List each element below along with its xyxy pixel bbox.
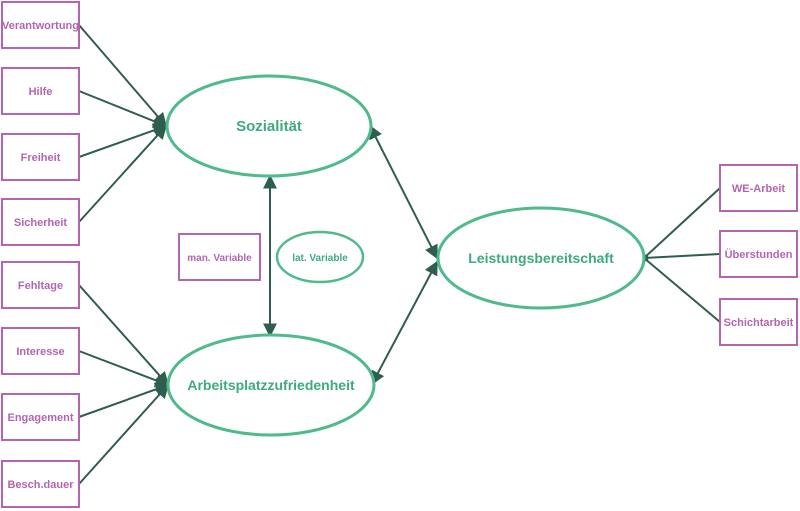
manifest-freiheit: Freiheit (1, 133, 80, 181)
manifest-verantwortung: Verantwortung (1, 1, 80, 49)
manifest-hilfe: Hilfe (1, 67, 80, 115)
edge-verantwortung-sozialitaet (78, 24, 167, 128)
manifest-beschdauer: Besch.dauer (1, 460, 80, 508)
manifest-schichtarbeit: Schichtarbeit (719, 298, 798, 346)
manifest-interesse: Interesse (1, 327, 80, 375)
manifest-fehltage: Fehltage (1, 261, 80, 309)
edge-fehltage-arbeitsplatz (78, 284, 169, 387)
manifest-ueberstunden: Überstunden (719, 230, 798, 278)
edge-leistung-schichtarbeit (643, 257, 721, 323)
legend-manifest: man. Variable (178, 233, 261, 281)
edge-hilfe-sozialitaet (78, 90, 168, 128)
legend-manifest-label: man. Variable (187, 253, 252, 264)
manifest-label: Sicherheit (14, 217, 68, 229)
legend-latent: lat. Variable (275, 230, 365, 284)
edge-leistung-we-arbeit (643, 187, 721, 259)
manifest-label: Besch.dauer (7, 479, 74, 491)
legend-latent-label: lat. Variable (292, 253, 348, 264)
edge-leistung-ueberstunden (643, 253, 721, 259)
manifest-engagement: Engagement (1, 393, 80, 441)
edge-beschdauer-arbeitsplatz (78, 383, 169, 485)
latent-leistungsbereitschaft: Leistungsbereitschaft (436, 206, 646, 310)
edge-engagement-arbeitsplatz (78, 382, 170, 418)
manifest-label: Überstunden (725, 248, 793, 261)
manifest-label: Schichtarbeit (724, 317, 794, 329)
edge-interesse-arbeitsplatz (78, 350, 170, 388)
manifest-label: Fehltage (18, 280, 63, 292)
manifest-sicherheit: Sicherheit (1, 198, 80, 246)
manifest-we-arbeit: WE-Arbeit (719, 164, 798, 212)
manifest-label: Engagement (7, 412, 73, 424)
manifest-label: Verantwortung (2, 20, 79, 32)
edge-freiheit-sozialitaet (78, 123, 168, 158)
manifest-label: Interesse (16, 346, 64, 358)
edge-sicherheit-sozialitaet (78, 124, 167, 223)
manifest-label: Hilfe (29, 86, 53, 98)
edge-arbeitsplatz-leistung (371, 260, 438, 386)
latent-sozialitaet: Sozialität (165, 74, 373, 178)
latent-arbeitsplatzzufriedenheit: Arbeitsplatzzufriedenheit (166, 333, 376, 437)
manifest-label: WE-Arbeit (732, 183, 786, 195)
manifest-label: Freiheit (21, 152, 61, 164)
latent-label: Leistungsbereitschaft (468, 250, 614, 266)
latent-label: Sozialität (236, 118, 302, 135)
edge-sozialitaet-leistung (369, 124, 438, 260)
latent-label: Arbeitsplatzzufriedenheit (187, 377, 355, 393)
